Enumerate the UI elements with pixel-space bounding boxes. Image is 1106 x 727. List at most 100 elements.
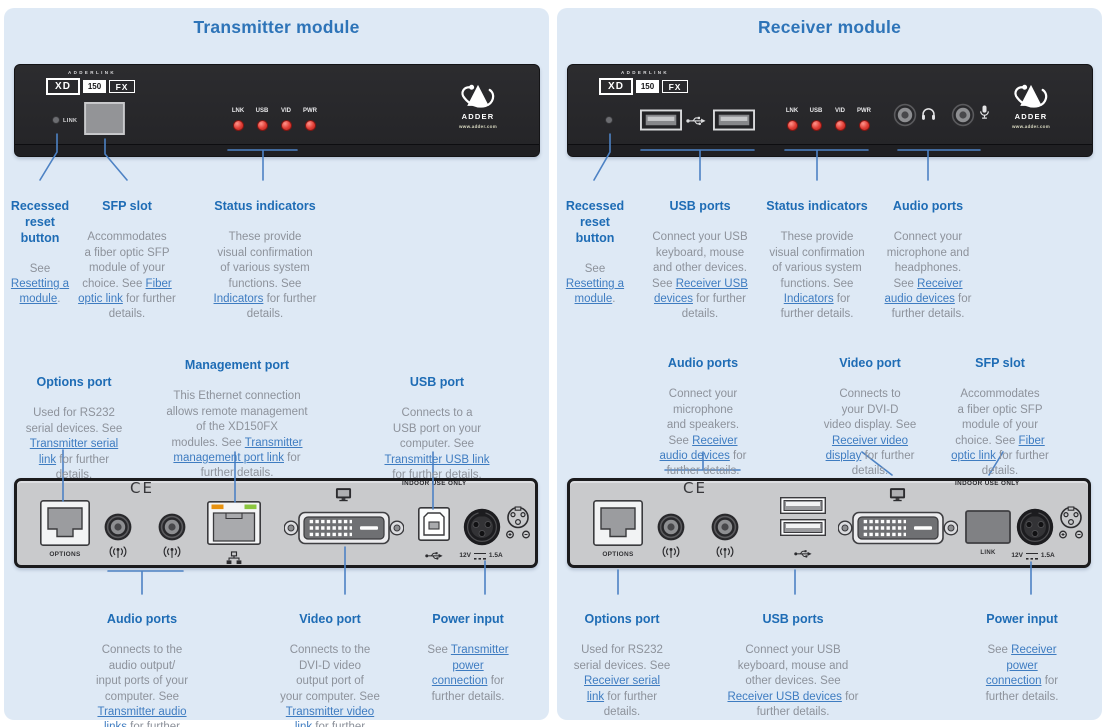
annotation-heading: Audio ports xyxy=(892,199,964,214)
annotation-heading: Video port xyxy=(299,612,361,627)
logo-xd: XD xyxy=(46,78,80,95)
annotation-tx-power-input: Power input See Transmitter power connec… xyxy=(412,597,524,720)
doc-link[interactable]: Transmitter audio links xyxy=(97,706,187,727)
annotation-heading: Recessed reset button xyxy=(10,199,70,245)
power-input-connector xyxy=(1016,508,1054,546)
annotation-heading: Management port xyxy=(184,358,290,373)
text-segment: . xyxy=(612,293,616,306)
usb-trident-icon xyxy=(425,549,443,562)
text-segment: Connects to the audio output/ input port… xyxy=(95,644,189,703)
annotation-body: These provide visual confirmation of var… xyxy=(752,230,882,322)
doc-link[interactable]: Indicators xyxy=(213,293,264,306)
text-segment: Accommodates a fiber optic SFP module of… xyxy=(82,231,170,290)
speaker-port-icon xyxy=(661,544,681,559)
annotation-rx-status-indicators: Status indicators These provide visual c… xyxy=(752,184,882,338)
transmitter-title: Transmitter module xyxy=(193,17,360,37)
volts-label: 12V xyxy=(459,552,471,559)
led-label-usb: USB xyxy=(809,108,823,114)
annotation-heading: USB ports xyxy=(762,612,824,627)
usb-a-port-1 xyxy=(780,497,826,514)
doc-link[interactable]: Receiver USB devices xyxy=(653,277,748,306)
recessed-reset-button xyxy=(52,116,60,124)
annotation-heading: SFP slot xyxy=(975,356,1025,371)
text-segment: for further details. xyxy=(55,453,110,482)
logo-150: 150 xyxy=(636,80,659,93)
power-pinout-diagram xyxy=(503,506,533,540)
text-segment: Connects to the DVI-D video output port … xyxy=(280,644,380,703)
recessed-reset-button xyxy=(605,116,613,124)
sfp-link-slot xyxy=(965,510,1011,544)
doc-link[interactable]: Fiber optic link xyxy=(78,277,172,306)
options-rj45-port xyxy=(40,500,90,546)
annotation-body: Connects to the DVI-D video output port … xyxy=(268,643,392,727)
text-segment: This Ethernet connection allows remote m… xyxy=(166,390,308,449)
doc-link[interactable]: Indicators xyxy=(783,293,834,306)
doc-link[interactable]: Transmitter video link xyxy=(285,706,375,727)
annotation-body: Connect your USB keyboard, mouse and oth… xyxy=(638,230,762,322)
transmitter-rear-panel xyxy=(14,478,538,568)
usb-led xyxy=(256,120,268,131)
front-panel-lip xyxy=(568,144,1092,156)
annotation-tx-usb-port: USB port Connects to a USB port on your … xyxy=(372,360,502,499)
options-port-label: OPTIONS xyxy=(49,551,81,558)
usb-port-b xyxy=(713,109,755,131)
text-segment: Connect your USB keyboard, mouse and oth… xyxy=(652,231,748,290)
doc-link[interactable]: Transmitter USB link xyxy=(384,453,490,466)
annotation-heading: USB port xyxy=(409,375,465,390)
text-segment: for further details. xyxy=(681,293,747,321)
annotation-rx-reset: Recessed reset button See Resetting a mo… xyxy=(560,184,630,323)
doc-link[interactable]: Receiver power connection xyxy=(985,644,1057,688)
pwr-led xyxy=(858,120,870,131)
annotation-heading: Video port xyxy=(839,356,901,371)
lnk-led xyxy=(786,120,798,131)
adderlink-brand-text: ADDERLINK xyxy=(620,70,670,75)
text-segment: Connect your microphone and speakers. Se… xyxy=(666,388,740,447)
annotation-body: Connect your microphone and speakers. Se… xyxy=(647,387,759,479)
text-segment: Connect your USB keyboard, mouse and oth… xyxy=(737,644,849,688)
text-segment: for further details. xyxy=(108,293,176,321)
led-label-pwr: PWR xyxy=(303,108,317,114)
adder-url: www.adder.com xyxy=(459,124,497,129)
doc-link[interactable]: Transmitter power connection xyxy=(431,644,509,688)
annotation-heading: Options port xyxy=(36,375,112,390)
audio-jack-1 xyxy=(657,513,685,541)
logo-fx: FX xyxy=(109,80,135,93)
dvi-video-port xyxy=(838,510,958,546)
dc-symbol xyxy=(473,553,486,560)
speaker-port-icon xyxy=(108,544,128,559)
annotation-heading: Options port xyxy=(584,612,660,627)
microphone-jack xyxy=(949,101,977,129)
doc-link[interactable]: Resetting a module xyxy=(565,278,625,306)
adder-logo-text: ADDER xyxy=(461,112,495,121)
doc-link[interactable]: Receiver USB devices xyxy=(727,690,842,703)
led-label-usb: USB xyxy=(255,108,269,114)
headphones-icon xyxy=(921,107,936,121)
power-input-connector xyxy=(463,508,501,546)
annotation-body: Connects to a USB port on your computer.… xyxy=(372,406,502,483)
speaker-port-icon xyxy=(715,544,735,559)
text-segment: Connects to a USB port on your computer.… xyxy=(392,407,482,451)
front-panel-lip xyxy=(15,144,539,156)
ce-mark: CE xyxy=(683,479,707,497)
doc-link[interactable]: Receiver serial link xyxy=(583,675,661,703)
annotation-body: Connect your microphone and headphones. … xyxy=(869,230,987,322)
audio-jack-2 xyxy=(711,513,739,541)
text-segment: Used for RS232 serial devices. See xyxy=(573,644,671,672)
annotation-body: These provide visual confirmation of var… xyxy=(199,230,331,322)
doc-link[interactable]: Receiver audio devices xyxy=(884,277,963,306)
options-port-label: OPTIONS xyxy=(602,551,634,558)
logo-150: 150 xyxy=(83,80,106,93)
audio-jack-2 xyxy=(158,513,186,541)
text-segment: . xyxy=(57,293,61,306)
annotation-body: Connects to the audio output/ input port… xyxy=(78,643,206,727)
doc-link[interactable]: Receiver video display xyxy=(825,434,909,463)
text-segment: See xyxy=(987,644,1012,657)
doc-link[interactable]: Resetting a module xyxy=(10,278,70,306)
text-segment: for further details. xyxy=(200,452,301,480)
led-label-vid: VID xyxy=(834,108,845,114)
doc-link[interactable]: Transmitter management port link xyxy=(173,436,303,465)
doc-link[interactable]: Transmitter serial link xyxy=(29,438,119,466)
annotation-body: See Receiver power connection for furthe… xyxy=(966,643,1078,705)
annotation-rx-usb-ports-front: USB ports Connect your USB keyboard, mou… xyxy=(638,184,762,338)
